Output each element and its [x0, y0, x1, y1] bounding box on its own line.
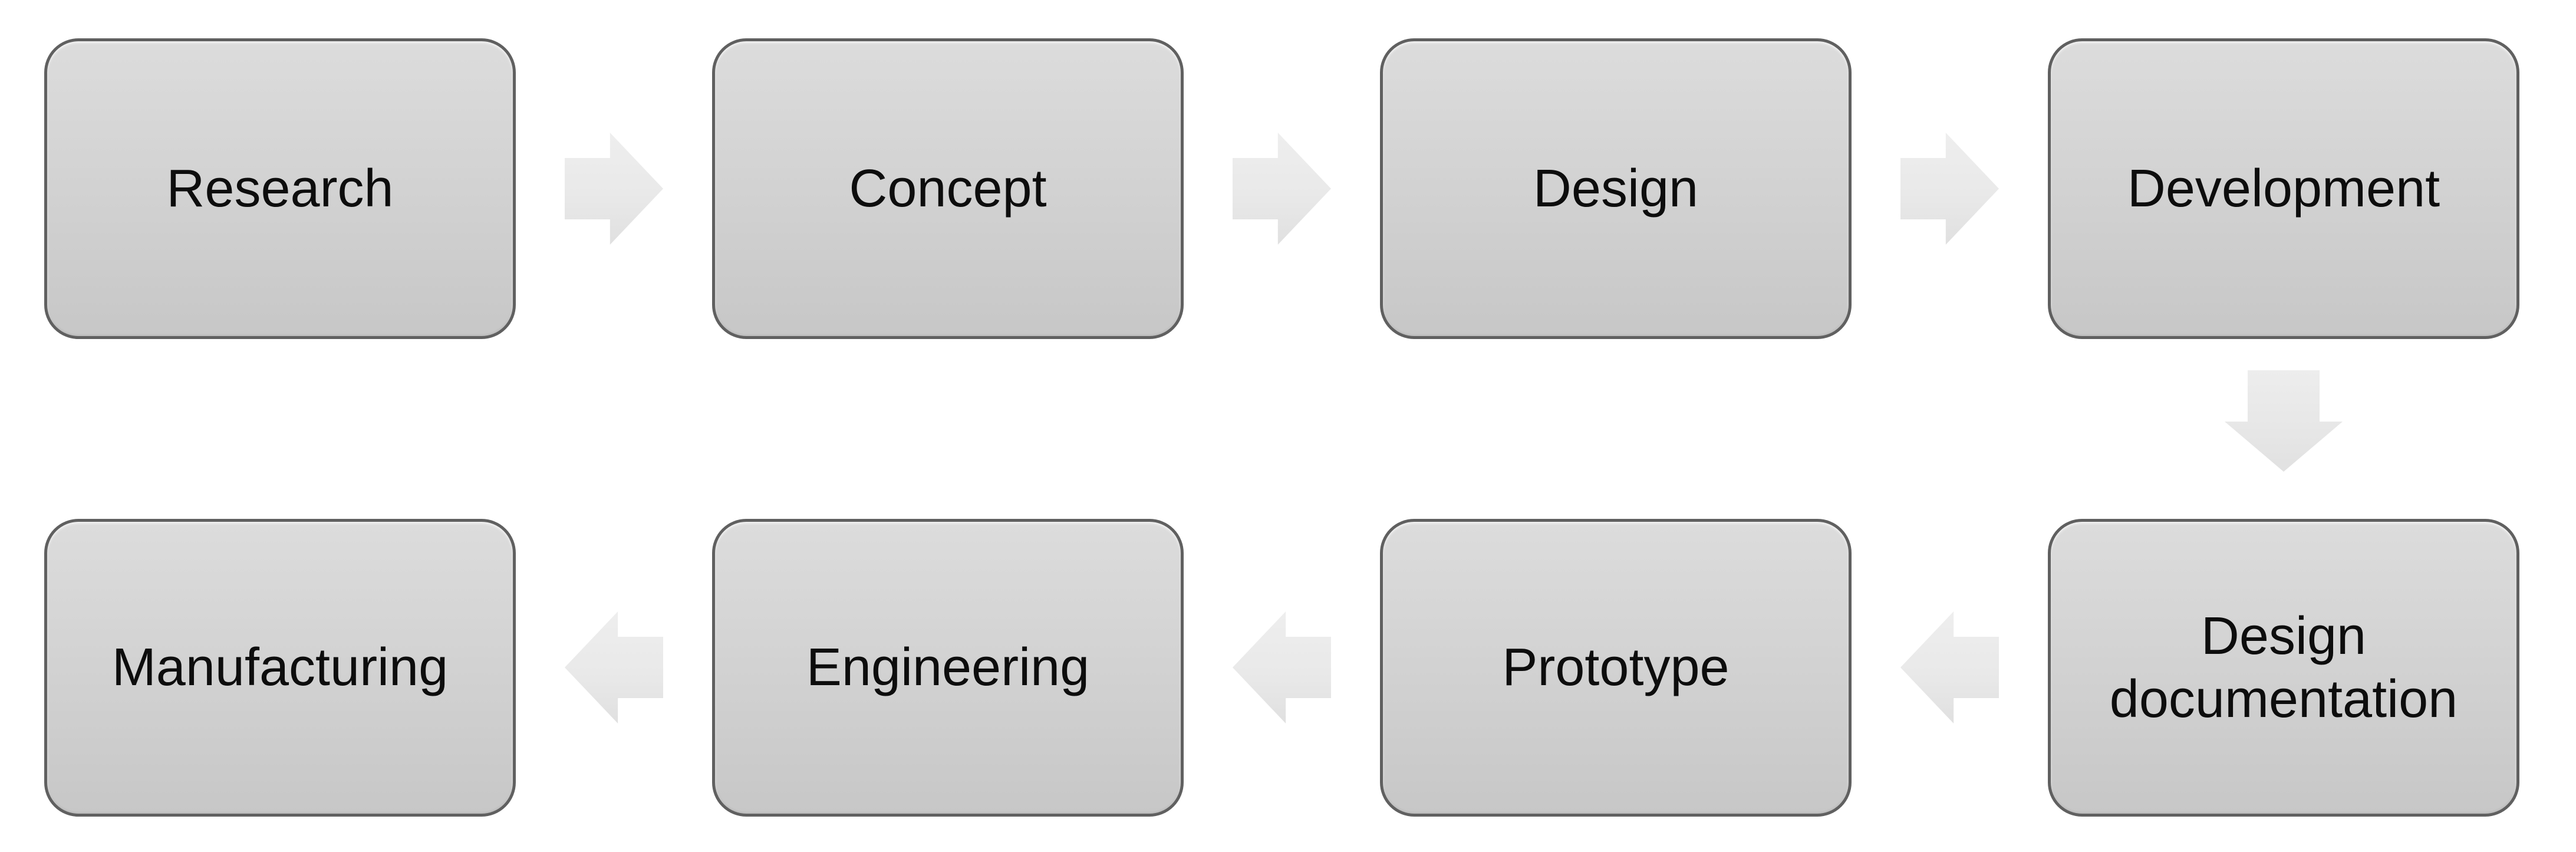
node-prototype-label: Prototype [1502, 638, 1730, 698]
node-research: Research [44, 38, 516, 339]
node-research-label: Research [166, 159, 394, 218]
arrow-right-icon [1233, 133, 1331, 245]
node-design-documentation: Design documentation [2048, 519, 2519, 817]
arrow-right-icon [565, 133, 663, 245]
arrow-left-icon [1900, 611, 1999, 723]
node-engineering: Engineering [712, 519, 1184, 817]
node-prototype: Prototype [1380, 519, 1852, 817]
node-concept: Concept [712, 38, 1184, 339]
arrow-down-icon [2225, 370, 2343, 472]
node-design-label: Design [1533, 159, 1699, 218]
node-manufacturing: Manufacturing [44, 519, 516, 817]
node-design: Design [1380, 38, 1852, 339]
node-manufacturing-label: Manufacturing [111, 638, 449, 698]
node-development-label: Development [2127, 159, 2440, 218]
node-development: Development [2048, 38, 2519, 339]
arrow-left-icon [1233, 611, 1331, 723]
arrow-right-icon [1900, 133, 1999, 245]
node-design-documentation-label: Design documentation [2109, 607, 2458, 729]
node-engineering-label: Engineering [806, 638, 1090, 698]
arrow-left-icon [565, 611, 663, 723]
node-concept-label: Concept [849, 159, 1047, 218]
